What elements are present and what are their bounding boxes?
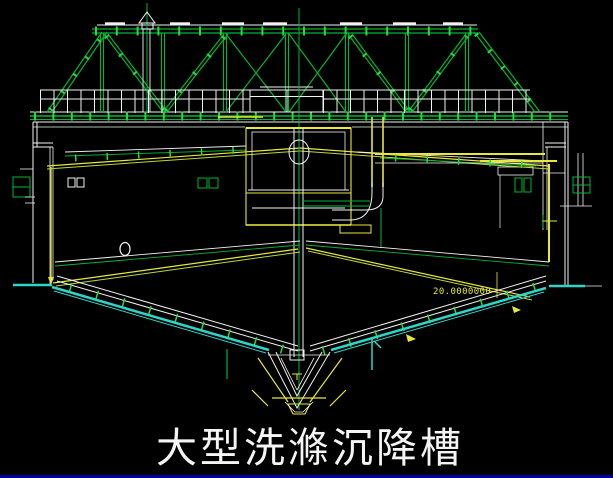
feed-pipe: [302, 117, 384, 247]
dimension-text: 20.0000000: [433, 287, 491, 297]
vent-chimney: [138, 3, 156, 112]
truss-splice-plates: [105, 22, 463, 25]
right-wall: [499, 122, 592, 287]
dimension-arrow: [512, 306, 521, 313]
bottom-border: [0, 475, 613, 478]
handrail: [40, 89, 530, 113]
exterior-brackets: [12, 176, 591, 204]
cone-floor: [13, 283, 602, 354]
drive-platform: [249, 86, 324, 113]
left-wall: [20, 122, 54, 285]
discharge-cone: [251, 349, 347, 415]
truss-bridge: [30, 3, 568, 121]
feedwell: [245, 8, 352, 410]
wall-windows: [67, 166, 534, 257]
dimension-annotation: 20.0000000: [406, 272, 521, 342]
tank-body: [12, 121, 592, 287]
truss-diagonals: [47, 32, 539, 113]
rake-mechanism: [13, 240, 602, 379]
manhole-circle: [119, 241, 131, 257]
dimension-arrow: [406, 334, 416, 342]
surface-arms: [46, 145, 557, 170]
drawing-title: 大型洗滌沉降槽: [156, 424, 464, 472]
truss-posts: [99, 33, 470, 112]
